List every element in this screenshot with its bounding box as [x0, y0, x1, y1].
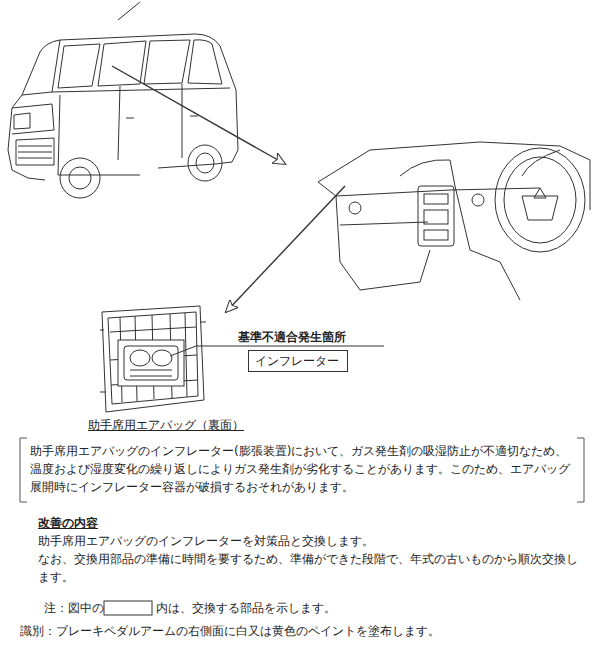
dashboard-illustration — [318, 142, 590, 300]
car-illustration-part — [196, 153, 214, 173]
callout-heading: 基準不適合発生箇所 — [238, 328, 346, 346]
car-illustration-part — [69, 167, 91, 189]
dashboard-illustration-part — [424, 194, 448, 204]
view-arrow — [112, 66, 345, 312]
note-text: 注：図中の — [44, 599, 104, 617]
view-arrow-part — [226, 186, 345, 312]
defect-description: 助手席用エアバッグのインフレーター(膨張装置)において、ガス発生剤の吸湿防止が不… — [30, 442, 578, 496]
airbag-module-illustration-part — [110, 327, 198, 385]
airbag-module-illustration-part — [120, 313, 187, 402]
dashboard-illustration-part — [340, 222, 428, 225]
airbag-module-illustration — [100, 306, 206, 412]
car-illustration-part — [16, 138, 54, 165]
airbag-module-illustration-part — [108, 312, 198, 404]
dashboard-illustration-part — [424, 230, 448, 240]
airbag-module-illustration-part — [124, 346, 178, 380]
dashboard-illustration-part — [472, 194, 484, 206]
dashboard-illustration-part — [349, 202, 361, 214]
car-illustration-part — [12, 104, 54, 134]
airbag-module-illustration-part — [118, 340, 184, 386]
dashboard-illustration-part — [534, 188, 546, 198]
airbag-module-illustration-part — [100, 322, 206, 392]
part-box: インフレーター — [248, 350, 348, 372]
dashboard-illustration-part — [455, 186, 520, 300]
dashboard-illustration-part — [424, 210, 448, 224]
airbag-module-illustration-part — [152, 350, 172, 366]
car-illustration — [8, 2, 238, 198]
car-illustration-part — [144, 40, 190, 84]
airbag-module-illustration-part — [130, 350, 150, 366]
car-illustration-part — [14, 113, 30, 129]
leader-line-part — [170, 346, 196, 356]
dashboard-illustration-part — [400, 160, 455, 186]
airbag-module-illustration-part — [102, 306, 204, 412]
dashboard-illustration-part — [495, 148, 585, 252]
dashboard-illustration-part — [522, 150, 560, 176]
car-illustration-part — [52, 88, 230, 92]
car-illustration-part — [126, 116, 198, 118]
dashboard-illustration-part — [504, 157, 576, 243]
view-arrow-part — [112, 66, 285, 164]
car-illustration-part — [18, 146, 52, 158]
dashboard-illustration-part — [522, 196, 558, 220]
sample-box — [104, 601, 152, 615]
car-illustration-part — [188, 145, 222, 181]
car-illustration-part — [58, 44, 100, 88]
car-illustration-part — [58, 95, 215, 175]
car-illustration-part — [98, 41, 146, 86]
part-name: インフレーター — [249, 351, 347, 371]
remedy-text: 助手席用エアバッグのインフレーターを対策品と交換します。 — [38, 532, 374, 550]
part-caption: 助手席用エアバッグ（裏面） — [88, 416, 244, 434]
remedy-text: なお、交換用部品の準備に時間を要するため、準備ができた段階で、年式の古いものから… — [38, 550, 583, 586]
section-heading: 改善の内容 — [38, 514, 98, 532]
airbag-module-illustration-part — [130, 370, 172, 376]
text-bracket — [20, 438, 584, 502]
text-bracket-part — [577, 438, 584, 502]
text-bracket-part — [20, 438, 27, 502]
dashboard-illustration-part — [336, 196, 430, 290]
car-illustration-part — [188, 40, 222, 84]
dashboard-illustration-part — [418, 186, 454, 246]
car-illustration-part — [118, 84, 182, 160]
note-text: 内は、交換する部品を示します。 — [156, 599, 336, 617]
car-illustration-part — [22, 40, 60, 95]
leader-line-part — [196, 346, 384, 347]
car-illustration-part — [118, 2, 140, 20]
identification-text: 識別：ブレーキペダルアームの右側面に白又は黄色のペイントを塗布します。 — [20, 622, 440, 640]
car-illustration-part — [60, 158, 100, 198]
